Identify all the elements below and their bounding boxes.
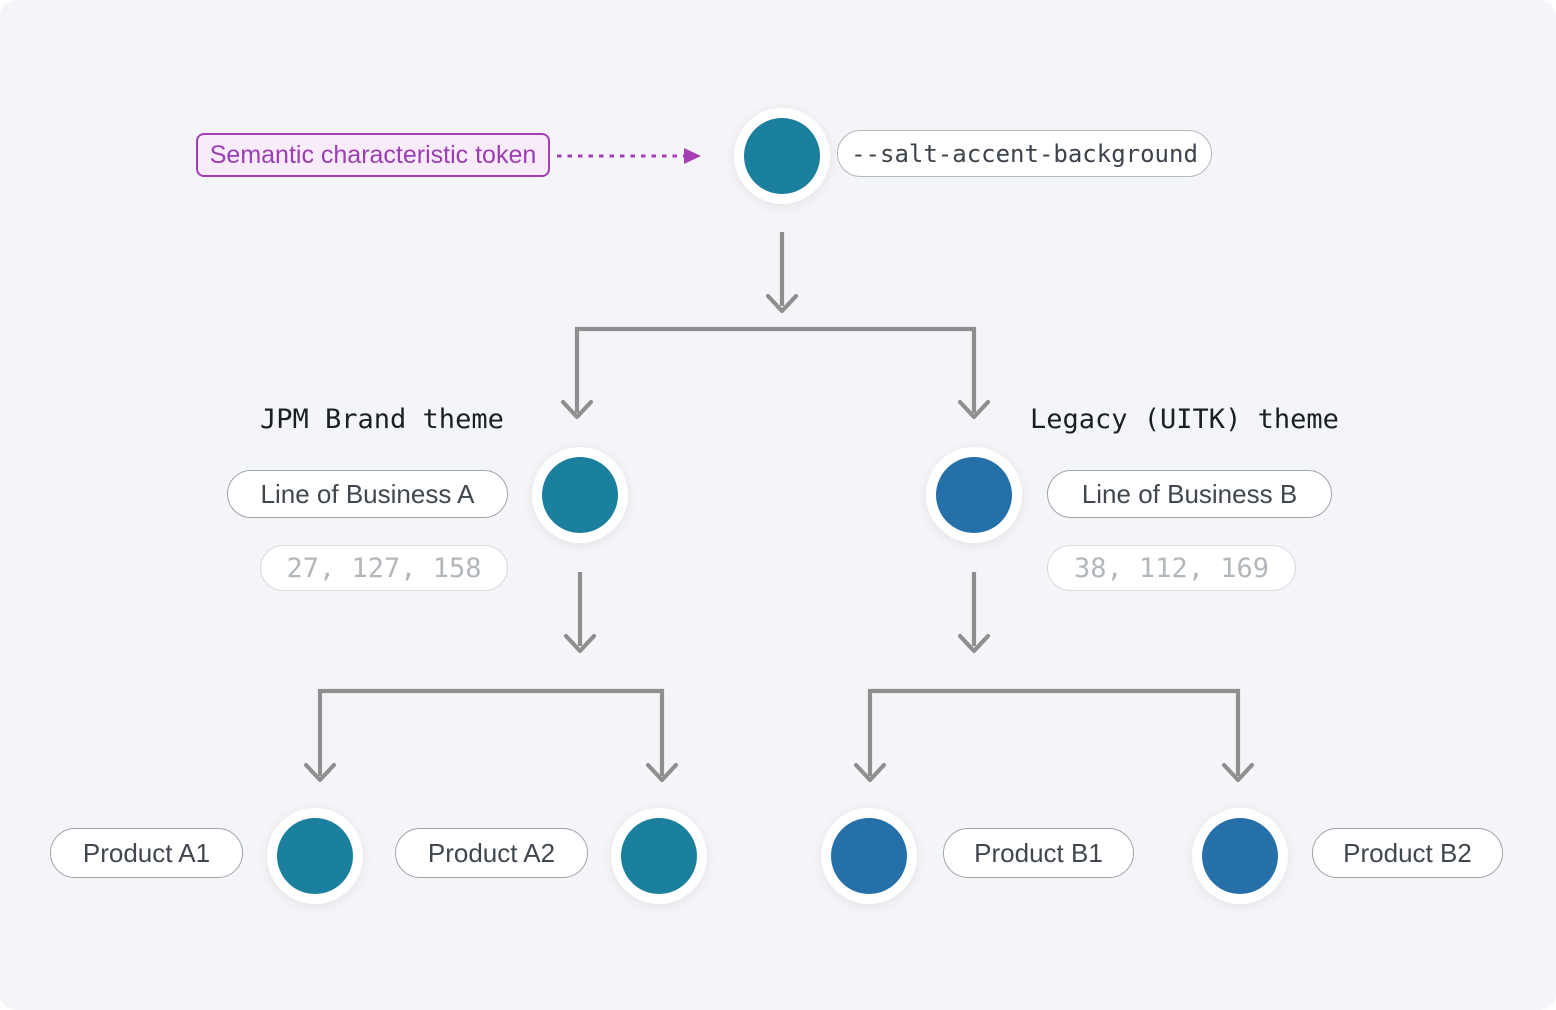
product-a1-arrowhead	[303, 762, 337, 783]
lob-b-pill: Line of Business B	[1047, 470, 1332, 518]
theme-a-title: JPM Brand theme	[260, 404, 504, 435]
product-b1-circle	[821, 808, 917, 904]
annotation-dotted-arrow	[557, 148, 701, 164]
annotation-label: Semantic characteristic token	[196, 133, 550, 177]
lob-a-pill: Line of Business A	[227, 470, 508, 518]
product-a2-pill: Product A2	[395, 828, 588, 878]
level1-right-arrowhead	[957, 399, 991, 420]
lob-b-circle	[926, 447, 1022, 543]
product-b1-arrowhead	[853, 762, 887, 783]
level1-left-arrowhead	[560, 399, 594, 420]
lob-b-swatch	[936, 457, 1012, 533]
product-b2-pill: Product B2	[1312, 828, 1503, 878]
product-a2-circle	[611, 808, 707, 904]
lob-a-swatch	[542, 457, 618, 533]
product-a1-circle	[267, 808, 363, 904]
products-a-branch-line	[317, 688, 665, 776]
product-a2-arrowhead	[645, 762, 679, 783]
lob-b-rgb-pill: 38, 112, 169	[1047, 545, 1296, 591]
theme-a-down-arrowhead	[563, 633, 597, 654]
lob-a-rgb-pill: 27, 127, 158	[260, 545, 508, 591]
theme-b-down-arrowhead	[957, 633, 991, 654]
product-a1-swatch	[277, 818, 353, 894]
annotation-arrowhead	[684, 148, 701, 164]
lob-a-circle	[532, 447, 628, 543]
products-b-branch-line	[867, 688, 1241, 776]
product-a1-pill: Product A1	[50, 828, 243, 878]
theme-b-title: Legacy (UITK) theme	[1030, 404, 1339, 435]
product-a2-swatch	[621, 818, 697, 894]
product-b2-arrowhead	[1221, 762, 1255, 783]
tree-connectors	[303, 232, 1255, 783]
product-b2-circle	[1192, 808, 1288, 904]
level1-branch-line	[574, 326, 977, 413]
root-token-circle	[734, 108, 830, 204]
product-b1-swatch	[831, 818, 907, 894]
product-b1-pill: Product B1	[943, 828, 1134, 878]
root-token-swatch	[744, 118, 820, 194]
product-b2-swatch	[1202, 818, 1278, 894]
root-down-arrowhead	[765, 293, 799, 314]
root-token-name-pill: --salt-accent-background	[837, 130, 1212, 177]
